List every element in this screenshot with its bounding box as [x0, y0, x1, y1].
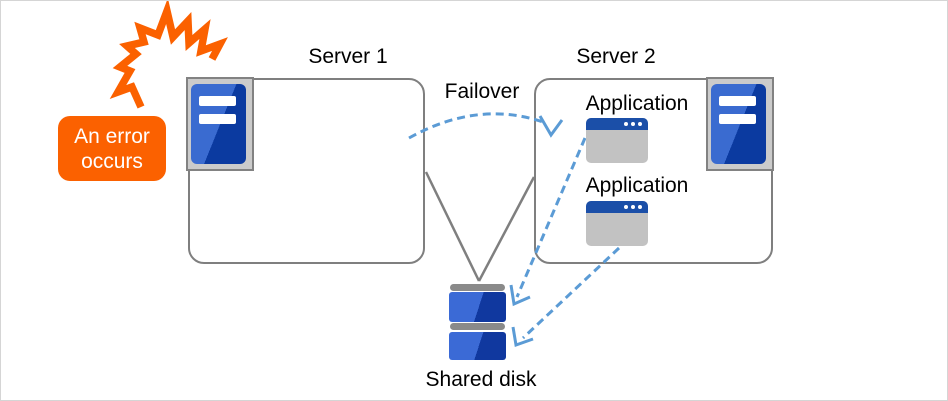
app1-arrowhead-icon — [509, 284, 531, 307]
window-dot — [631, 205, 635, 209]
server2-label: Server 2 — [576, 45, 656, 68]
application1-window-icon — [586, 118, 648, 163]
tower-slot — [719, 114, 756, 124]
application2-window-icon — [586, 201, 648, 246]
server2-disk-link — [477, 176, 536, 282]
tower-slot — [719, 96, 756, 106]
window-titlebar — [586, 201, 648, 213]
application2-label: Application — [585, 174, 689, 197]
disk-cap — [450, 284, 505, 291]
tower-slot — [199, 96, 236, 106]
shared-disk-label: Shared disk — [425, 368, 537, 391]
tower-slot — [199, 114, 236, 124]
server1-disk-link — [424, 171, 481, 282]
failover-label: Failover — [444, 80, 520, 103]
error-callout-line2: occurs — [81, 149, 143, 173]
window-dot — [631, 122, 635, 126]
tower-body — [711, 84, 766, 164]
disk-unit — [449, 332, 506, 360]
server1-label: Server 1 — [308, 45, 388, 68]
window-dot — [638, 122, 642, 126]
window-dot — [638, 205, 642, 209]
disk-cap — [450, 323, 505, 330]
disk-unit — [449, 292, 506, 322]
error-callout-line1: An error — [74, 124, 150, 148]
app2-arrowhead-icon — [511, 326, 534, 348]
failover-arc-arrow — [408, 112, 547, 140]
application1-label: Application — [585, 92, 689, 115]
server1-tower-icon — [186, 77, 254, 171]
window-dot — [624, 205, 628, 209]
server2-tower-icon — [706, 77, 774, 171]
window-dot — [624, 122, 628, 126]
error-callout: An error occurs — [58, 116, 166, 181]
window-titlebar — [586, 118, 648, 130]
tower-body — [191, 84, 246, 164]
